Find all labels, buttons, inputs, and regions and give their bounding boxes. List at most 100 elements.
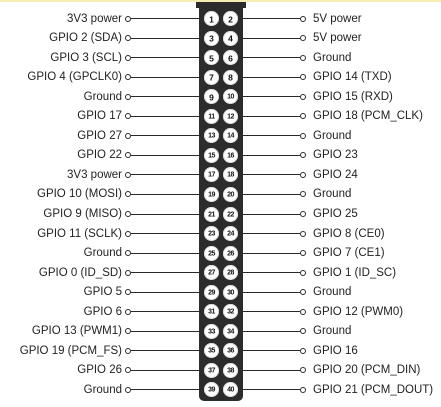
pin-number-text: 9: [209, 91, 214, 102]
pin-label-left: 3V3 power: [67, 168, 122, 181]
pin-number-even: 32: [223, 304, 238, 320]
pin-number-text: 18: [227, 171, 234, 179]
pin-number-even: 24: [223, 226, 238, 242]
pin-number-text: 25: [208, 249, 215, 257]
pin-number-even: 12: [223, 108, 238, 124]
pin-number-odd: 37: [204, 362, 219, 378]
pin-label-right: Ground: [313, 129, 352, 142]
connector-line-right: [241, 291, 300, 293]
pin-number-text: 36: [227, 347, 234, 355]
pin-number-odd: 25: [204, 245, 219, 261]
connector-line-right: [241, 18, 300, 19]
connector-dot-right: [300, 74, 306, 81]
connector-dot-left: [125, 54, 131, 61]
connector-line-right: [241, 311, 300, 313]
connector-line-left: [131, 193, 201, 195]
pin-label-left: Ground: [83, 90, 122, 103]
connector-line-right: [241, 389, 300, 391]
pin-number-text: 37: [208, 367, 215, 375]
connector-line-right: [241, 193, 300, 195]
pin-number-text: 16: [227, 152, 234, 160]
connector-line-left: [131, 135, 201, 137]
connector-dot-right: [300, 269, 306, 276]
pin-number-even: 18: [223, 167, 238, 183]
pin-number-odd: 27: [204, 265, 219, 281]
pin-label-right: 5V power: [313, 12, 362, 25]
connector-line-left: [131, 213, 201, 215]
connector-dot-left: [125, 308, 131, 315]
header-top: [196, 2, 246, 8]
pin-label-left: GPIO 11 (SCLK): [37, 227, 122, 240]
pin-number-odd: 35: [204, 343, 219, 359]
connector-dot-left: [125, 93, 131, 100]
pin-label-right: Ground: [313, 51, 352, 64]
pin-label-left: GPIO 17: [77, 110, 122, 123]
pin-number-text: 38: [227, 367, 234, 375]
pin-label-left: Ground: [83, 247, 122, 260]
pin-label-right: GPIO 14 (TXD): [313, 71, 392, 84]
connector-line-left: [131, 369, 201, 371]
pin-number-text: 4: [228, 33, 233, 44]
pin-number-text: 10: [227, 93, 234, 101]
connector-line-left: [131, 18, 201, 19]
connector-line-left: [131, 174, 201, 176]
connector-line-left: [131, 37, 201, 39]
connector-dot-left: [125, 250, 131, 257]
pin-number-text: 26: [227, 249, 234, 257]
pin-number-odd: 39: [204, 382, 219, 398]
pin-number-text: 22: [227, 210, 234, 218]
pin-number-odd: 1: [204, 11, 219, 26]
pin-number-text: 13: [208, 132, 215, 140]
pin-number-odd: 33: [204, 323, 219, 339]
connector-line-right: [241, 330, 300, 332]
pin-number-even: 36: [223, 343, 238, 359]
connector-line-right: [241, 37, 300, 39]
connector-line-left: [131, 57, 201, 59]
pin-label-right: Ground: [313, 188, 352, 201]
pin-number-text: 2: [228, 13, 233, 24]
pin-number-text: 12: [227, 113, 234, 121]
connector-dot-left: [125, 386, 131, 393]
connector-dot-right: [300, 230, 306, 237]
pin-label-left: 3V3 power: [67, 12, 122, 25]
pin-number-even: 20: [223, 186, 238, 202]
pin-label-left: GPIO 27: [77, 129, 122, 142]
connector-line-left: [131, 233, 201, 235]
connector-dot-right: [300, 132, 306, 139]
pin-label-right: Ground: [313, 286, 352, 299]
pin-number-text: 8: [228, 72, 233, 83]
connector-line-right: [241, 76, 300, 78]
pin-number-even: 34: [223, 323, 238, 339]
pin-number-text: 30: [227, 288, 234, 296]
pin-label-left: GPIO 19 (PCM_FS): [19, 344, 122, 357]
pin-number-text: 34: [227, 328, 234, 336]
connector-dot-left: [125, 289, 131, 296]
connector-dot-left: [125, 35, 131, 42]
connector-dot-right: [300, 35, 306, 42]
connector-dot-left: [125, 74, 131, 81]
connector-dot-right: [300, 54, 306, 61]
connector-line-right: [241, 115, 300, 117]
pin-label-left: GPIO 5: [83, 286, 122, 299]
pin-number-text: 28: [227, 269, 234, 277]
connector-dot-right: [300, 386, 306, 393]
pin-label-left: GPIO 10 (MOSI): [37, 188, 122, 201]
pin-label-left: GPIO 3 (SCL): [50, 51, 122, 64]
pin-number-text: 14: [227, 132, 234, 140]
connector-line-right: [241, 96, 300, 98]
pin-label-right: GPIO 12 (PWM0): [313, 305, 404, 318]
pin-number-text: 29: [208, 288, 215, 296]
connector-line-left: [131, 115, 201, 117]
pin-label-right: 5V power: [313, 32, 362, 45]
pin-number-text: 19: [208, 191, 215, 199]
connector-line-right: [241, 154, 300, 156]
connector-dot-right: [300, 113, 306, 120]
pin-number-text: 1: [209, 13, 214, 24]
pin-number-text: 20: [227, 191, 234, 199]
pin-number-text: 11: [208, 113, 215, 121]
pin-label-right: GPIO 21 (PCM_DOUT): [313, 383, 434, 396]
connector-dot-left: [125, 230, 131, 237]
pin-label-right: GPIO 18 (PCM_CLK): [313, 110, 423, 123]
connector-line-left: [131, 272, 201, 274]
connector-dot-left: [125, 347, 131, 354]
